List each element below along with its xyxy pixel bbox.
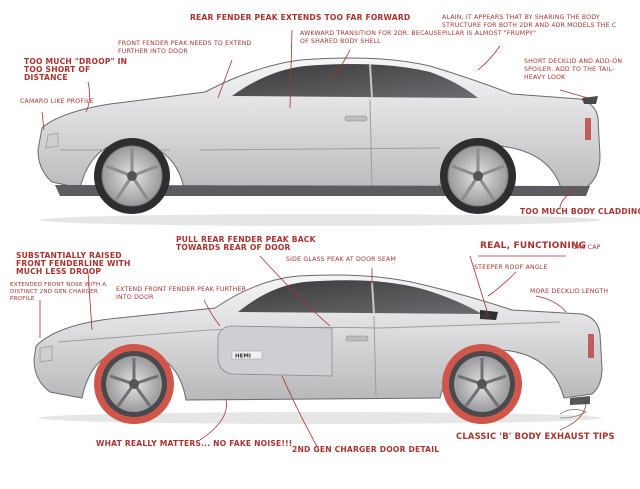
note-gas-cap: gas cap — [572, 244, 601, 251]
note-awkward-transition: Awkward transition for 2dr. because of s… — [300, 30, 442, 45]
hemi-badge: HEMI — [231, 350, 263, 360]
bottom-car: HEMI — [33, 274, 603, 424]
note-side-glass: Side glass peak at door seam — [286, 256, 397, 263]
note-raised-front: Substantially raised front fenderline wi… — [16, 251, 131, 276]
top-car-b-pillar — [369, 63, 373, 99]
note-decklid-length: More decklid length — [530, 288, 609, 295]
note-extend-front-fender: Extend front fender peak further into do… — [116, 286, 247, 301]
note-what-really-matters: What REALLY matters... no fake noise!!! — [96, 439, 293, 448]
top-car — [37, 57, 601, 226]
note-body-cladding: Too much body cladding — [520, 207, 640, 216]
top-car-greenhouse — [232, 64, 478, 98]
note-extended-nose: Extended front nose with a distinct 2nd … — [10, 282, 107, 302]
note-exhaust-tips: Classic 'B' Body exhaust tips — [456, 431, 615, 441]
designer-signature — [559, 409, 587, 419]
note-rear-fender-peak: Rear fender peak extends too far forward — [190, 13, 411, 22]
note-real-functioning: Real, Functioning — [480, 241, 587, 251]
note-pull-rear-fender: Pull rear fender peak back towards rear … — [176, 235, 316, 252]
note-short-decklid: Short decklid and add-on spoiler. Add to… — [524, 58, 623, 81]
top-car-door-seam — [369, 99, 373, 191]
note-camaro-profile: Camaro like profile — [20, 98, 94, 105]
note-front-fender-peak: Front fender peak needs to extend furthe… — [118, 40, 252, 55]
bottom-car-exhaust-tips — [570, 396, 590, 405]
top-car-door-handle — [344, 115, 368, 122]
bottom-rear-wheel — [442, 344, 522, 424]
top-car-shadow — [40, 214, 600, 226]
note-droop: Too much "droop" in too short of distanc… — [24, 57, 128, 82]
bottom-car-b-pillar — [371, 281, 375, 315]
hemi-badge-text: HEMI — [235, 354, 251, 360]
bottom-front-wheel — [94, 344, 174, 424]
top-rear-wheel — [440, 138, 516, 214]
bottom-car-greenhouse — [238, 280, 482, 314]
top-car-headlight — [45, 132, 59, 149]
note-door-detail: 2nd Gen Charger door detail — [292, 445, 440, 454]
top-leader-lines — [41, 29, 589, 209]
bottom-car-gas-cap — [480, 313, 492, 319]
bottom-car-door-handle — [345, 335, 369, 342]
bottom-leader-lines — [39, 255, 587, 449]
note-alain: Alain, it appears that by sharing the bo… — [442, 14, 617, 37]
top-front-wheel — [94, 138, 170, 214]
bottom-car-taillight — [588, 334, 594, 358]
top-car-taillight — [585, 118, 591, 140]
top-car-spoiler — [582, 96, 598, 104]
bottom-car-door-scallop — [217, 325, 333, 377]
bottom-car-headlight — [39, 345, 53, 363]
bottom-car-door-seam — [373, 315, 377, 397]
note-roof-angle: Steeper roof angle — [474, 264, 548, 271]
